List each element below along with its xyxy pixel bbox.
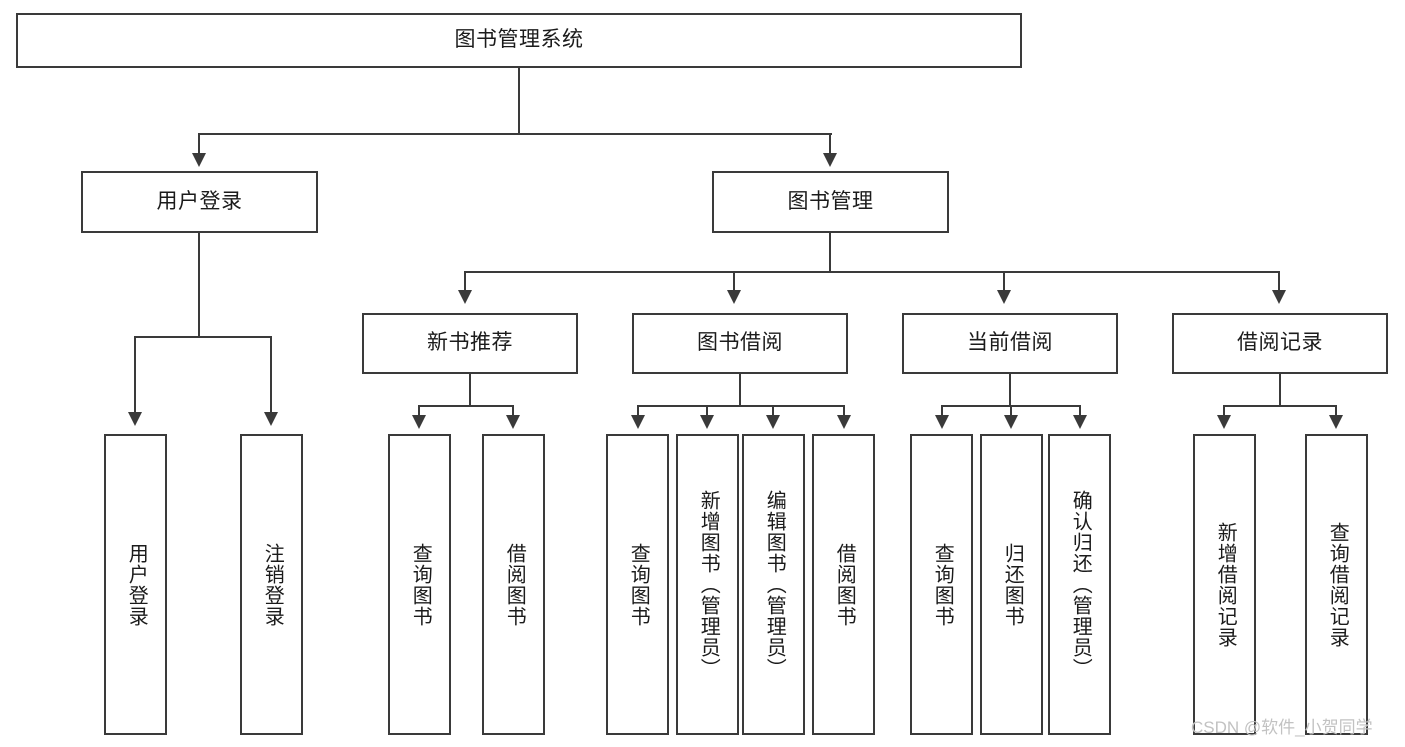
node-new-book-recommend[interactable]: 新书推荐: [362, 313, 578, 374]
connector-br-drop-0: [1223, 405, 1225, 417]
node-borrow-record[interactable]: 借阅记录: [1172, 313, 1388, 374]
arrow-to-leaf-bb-3: [837, 415, 851, 429]
leaf-return-book[interactable]: 归还图书: [980, 434, 1043, 735]
arrow-to-new-book-recommend: [458, 290, 472, 304]
node-label: 图书管理系统: [454, 28, 584, 52]
leaf-edit-book-admin[interactable]: 编辑图书（管理员）: [742, 434, 805, 735]
arrow-to-leaf-cb-2: [1073, 415, 1087, 429]
connector-root-bus: [198, 133, 832, 135]
connector-book-management-stem: [829, 233, 831, 273]
connector-bm-drop-0: [464, 271, 466, 293]
connector-br-drop-1: [1335, 405, 1337, 417]
leaf-query-book-borrow[interactable]: 查询图书: [606, 434, 669, 735]
connector-bb-drop-1: [706, 405, 708, 417]
leaf-label: 借阅图书: [833, 542, 856, 627]
connector-user-login-drop-1: [270, 336, 272, 415]
arrow-to-leaf-bb-1: [700, 415, 714, 429]
leaf-label: 查询图书: [931, 542, 954, 627]
arrow-to-leaf-nbr-0: [412, 415, 426, 429]
leaf-label: 编辑图书（管理员）: [763, 490, 786, 679]
node-label: 当前借阅: [967, 331, 1053, 355]
arrow-to-book-management: [823, 153, 837, 167]
leaf-label: 借阅图书: [503, 542, 526, 627]
leaf-borrow-book-recommend[interactable]: 借阅图书: [482, 434, 545, 735]
arrow-to-leaf-nbr-1: [506, 415, 520, 429]
csdn-watermark: CSDN @软件_小贺同学: [1191, 718, 1373, 737]
connector-nbr-drop-1: [512, 405, 514, 417]
connector-bb-bus: [637, 405, 845, 407]
leaf-confirm-return-admin[interactable]: 确认归还（管理员）: [1048, 434, 1111, 735]
arrow-to-book-borrow: [727, 290, 741, 304]
arrow-to-leaf-cb-0: [935, 415, 949, 429]
connector-user-login-drop-0: [134, 336, 136, 415]
arrow-to-current-borrow: [997, 290, 1011, 304]
arrow-to-user-login: [192, 153, 206, 167]
leaf-borrow-book[interactable]: 借阅图书: [812, 434, 875, 735]
leaf-add-book-admin[interactable]: 新增图书（管理员）: [676, 434, 739, 735]
leaf-label: 确认归还（管理员）: [1069, 490, 1092, 679]
connector-cb-drop-0: [941, 405, 943, 417]
arrow-to-leaf-cb-1: [1004, 415, 1018, 429]
arrow-to-leaf-bb-2: [766, 415, 780, 429]
connector-cb-stem: [1009, 374, 1011, 406]
node-label: 借阅记录: [1237, 331, 1323, 355]
connector-root-drop-left: [198, 133, 200, 155]
leaf-label: 归还图书: [1001, 542, 1024, 627]
connector-bb-drop-0: [637, 405, 639, 417]
node-user-login[interactable]: 用户登录: [81, 171, 318, 233]
node-label: 图书借阅: [697, 331, 783, 355]
node-book-borrow[interactable]: 图书借阅: [632, 313, 848, 374]
connector-bm-drop-1: [733, 271, 735, 293]
arrow-to-leaf-br-0: [1217, 415, 1231, 429]
connector-user-login-stem: [198, 233, 200, 337]
arrow-to-borrow-record: [1272, 290, 1286, 304]
connector-br-stem: [1279, 374, 1281, 406]
leaf-query-book-current[interactable]: 查询图书: [910, 434, 973, 735]
connector-br-bus: [1223, 405, 1337, 407]
connector-bm-drop-2: [1003, 271, 1005, 293]
leaf-label: 用户登录: [125, 542, 148, 627]
leaf-label: 新增借阅记录: [1214, 521, 1237, 648]
connector-cb-drop-2: [1079, 405, 1081, 417]
connector-bb-drop-2: [772, 405, 774, 417]
leaf-label: 查询图书: [627, 542, 650, 627]
connector-bm-drop-3: [1278, 271, 1280, 293]
leaf-query-book-recommend[interactable]: 查询图书: [388, 434, 451, 735]
leaf-label: 查询图书: [409, 542, 432, 627]
arrow-to-leaf-br-1: [1329, 415, 1343, 429]
leaf-logout[interactable]: 注销登录: [240, 434, 303, 735]
node-label: 新书推荐: [427, 331, 513, 355]
connector-cb-drop-1: [1010, 405, 1012, 417]
leaf-label: 查询借阅记录: [1326, 521, 1349, 648]
connector-bb-stem: [739, 374, 741, 406]
node-current-borrow[interactable]: 当前借阅: [902, 313, 1118, 374]
connector-bb-drop-3: [843, 405, 845, 417]
leaf-query-borrow-record[interactable]: 查询借阅记录: [1305, 434, 1368, 735]
arrow-to-leaf-user-login: [128, 412, 142, 426]
connector-nbr-stem: [469, 374, 471, 406]
leaf-label: 注销登录: [261, 542, 284, 627]
node-book-management-system[interactable]: 图书管理系统: [16, 13, 1022, 68]
leaf-user-login[interactable]: 用户登录: [104, 434, 167, 735]
arrow-to-leaf-bb-0: [631, 415, 645, 429]
connector-nbr-bus: [418, 405, 514, 407]
connector-root-drop-right: [829, 133, 831, 155]
connector-root-stem: [518, 68, 520, 134]
leaf-add-borrow-record[interactable]: 新增借阅记录: [1193, 434, 1256, 735]
leaf-label: 新增图书（管理员）: [697, 490, 720, 679]
connector-nbr-drop-0: [418, 405, 420, 417]
node-label: 图书管理: [787, 189, 874, 213]
node-label: 用户登录: [156, 189, 243, 213]
arrow-to-leaf-logout: [264, 412, 278, 426]
node-book-management[interactable]: 图书管理: [712, 171, 949, 233]
connector-user-login-bus: [134, 336, 270, 338]
connector-book-management-bus: [464, 271, 1280, 273]
